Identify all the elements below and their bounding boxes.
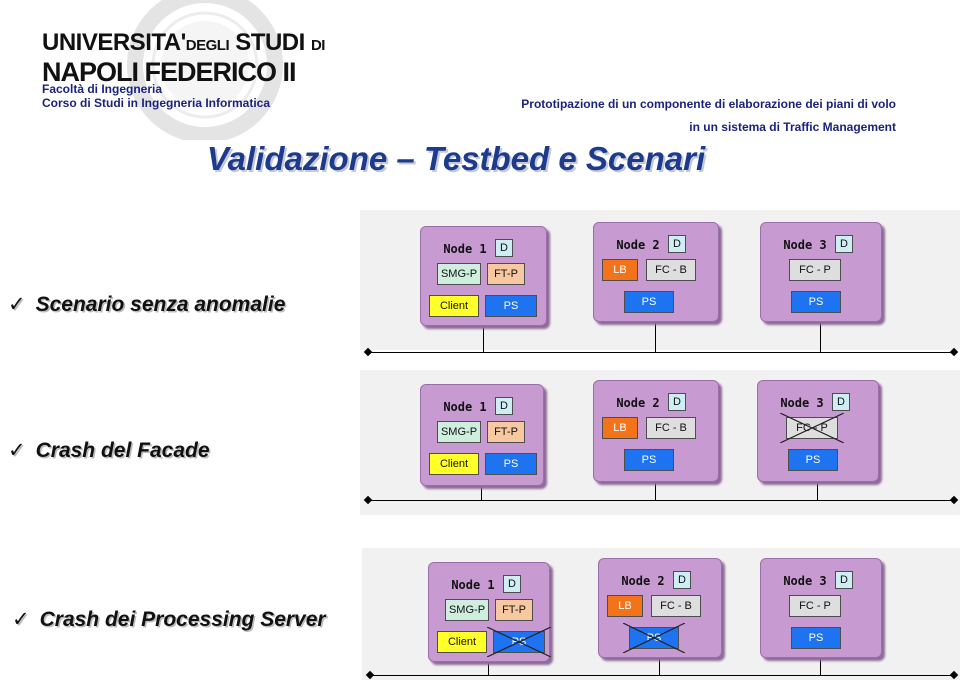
university-seal-icon — [127, 0, 283, 140]
node-name: Node 2 — [621, 574, 665, 588]
node-d-label: D — [832, 393, 850, 411]
node-d-label: D — [495, 397, 513, 415]
node-component: PS — [485, 453, 537, 475]
node-name: Node 1 — [451, 578, 495, 592]
node-link — [820, 320, 821, 352]
course-name: Corso di Studi in Ingegneria Informatica — [42, 96, 271, 110]
node-d-label: D — [495, 239, 513, 257]
node-component: FC - B — [651, 595, 701, 617]
node-name: Node 3 — [783, 574, 827, 588]
node-component: LB — [607, 595, 643, 617]
node-link — [659, 656, 660, 675]
university-name-line2: NAPOLI FEDERICO II — [42, 57, 297, 87]
node-component: FC - P — [786, 417, 838, 439]
node-link — [482, 324, 484, 352]
node-box: Node 3 D FC - P PS — [760, 558, 882, 658]
node-component: PS — [485, 295, 537, 317]
node-component: PS — [493, 631, 545, 653]
node-component: FC - B — [646, 417, 696, 439]
node-link — [481, 484, 482, 500]
node-name: Node 2 — [616, 396, 660, 410]
node-d-label: D — [835, 571, 853, 589]
node-name: Node 1 — [443, 242, 487, 256]
slide-title: Validazione – Testbed e Scenari — [206, 140, 706, 177]
node-name: Node 2 — [616, 238, 660, 252]
project-title-line2: in un sistema di Traffic Management — [689, 120, 896, 134]
node-component: PS — [791, 291, 841, 313]
node-d-label: D — [835, 235, 853, 253]
node-d-label: D — [668, 235, 686, 253]
node-link — [655, 320, 656, 352]
node-component: PS — [624, 449, 674, 471]
scenario-label-1: ✓Scenario senza anomalie — [8, 293, 286, 316]
project-title-line1: Prototipazione di un componente di elabo… — [521, 97, 896, 111]
node-d-label: D — [673, 571, 691, 589]
node-box: Node 3 D FC - P PS — [757, 380, 879, 482]
checkmark-icon: ✓ — [8, 439, 26, 462]
node-box: Node 2 D LB FC - B PS — [593, 222, 719, 322]
network-bus — [368, 352, 954, 353]
node-component: Client — [429, 295, 479, 317]
node-component: PS — [624, 291, 674, 313]
node-name: Node 1 — [443, 400, 487, 414]
node-box: Node 2 D LB FC - B PS — [593, 380, 719, 482]
node-component: FT-P — [487, 421, 525, 443]
node-component: FC - P — [789, 595, 841, 617]
node-component: FC - B — [646, 259, 696, 281]
node-link — [488, 660, 489, 675]
node-link — [817, 480, 818, 500]
node-d-label: D — [668, 393, 686, 411]
checkmark-icon: ✓ — [8, 293, 26, 316]
node-component: SMG-P — [437, 263, 481, 285]
node-component: FT-P — [495, 599, 533, 621]
node-component: Client — [429, 453, 479, 475]
faculty-info: Facoltà di Ingegneria Corso di Studi in … — [42, 82, 270, 110]
network-bus — [370, 675, 954, 676]
node-box: Node 2 D LB FC - B PS — [598, 558, 722, 658]
node-box: Node 1 D SMG-P FT-P Client PS — [420, 384, 544, 486]
node-name: Node 3 — [783, 238, 827, 252]
node-d-label: D — [503, 575, 521, 593]
node-link — [655, 480, 656, 500]
node-box: Node 1 D SMG-P FT-P Client PS — [420, 226, 547, 326]
node-component: PS — [791, 627, 841, 649]
network-bus — [368, 500, 954, 501]
node-box: Node 3 D FC - P PS — [760, 222, 882, 322]
faculty-name: Facoltà di Ingegneria — [42, 82, 163, 96]
node-link — [820, 656, 821, 675]
node-component: LB — [602, 417, 638, 439]
university-logo: UNIVERSITA'DEGLI STUDI DI NAPOLI FEDERIC… — [42, 30, 325, 86]
node-component: PS — [629, 627, 679, 649]
university-name-line1: UNIVERSITA'DEGLI STUDI DI — [42, 29, 325, 56]
node-component: FC - P — [789, 259, 841, 281]
project-title: Prototipazione di un componente di elabo… — [521, 93, 896, 139]
scenario-label-2: ✓Crash del Facade — [8, 439, 210, 462]
node-component: FT-P — [487, 263, 525, 285]
node-component: LB — [602, 259, 638, 281]
node-box: Node 1 D SMG-P FT-P Client PS — [428, 562, 551, 662]
node-component: SMG-P — [437, 421, 481, 443]
checkmark-icon: ✓ — [12, 608, 30, 631]
scenario-label-3: ✓Crash dei Processing Server — [12, 608, 326, 631]
node-component: SMG-P — [445, 599, 489, 621]
node-name: Node 3 — [780, 396, 824, 410]
node-component: Client — [437, 631, 487, 653]
node-component: PS — [788, 449, 838, 471]
